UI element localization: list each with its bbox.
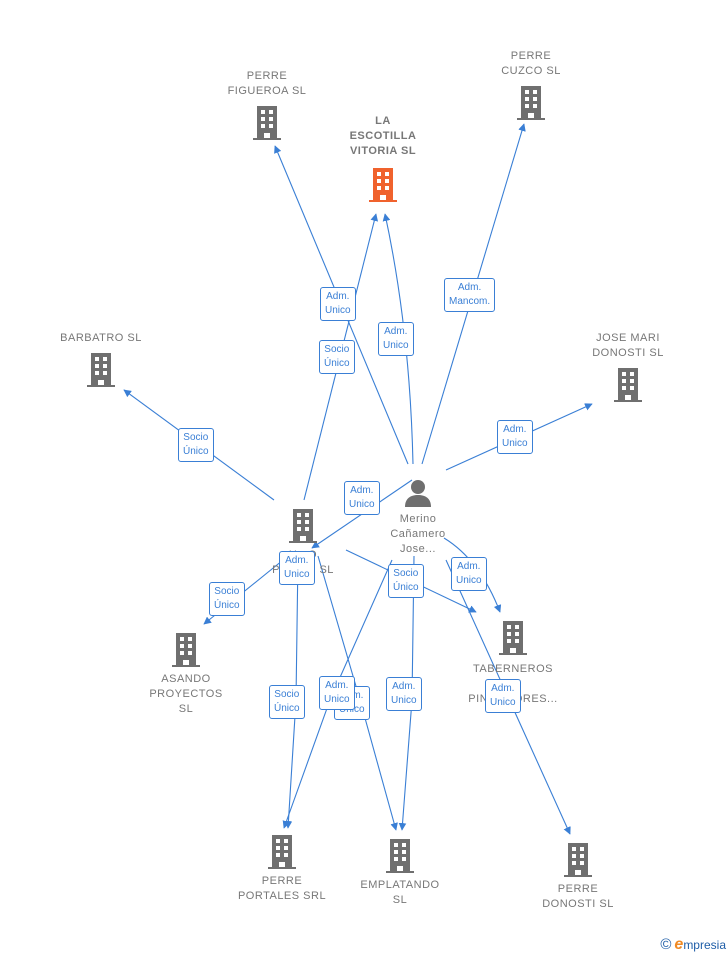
relation-label[interactable]: Adm. Unico [279,551,315,585]
node-label-line: JOSE MARI [596,332,660,344]
node-label-line: FIGUEROA SL [227,85,307,97]
relation-label-line: Unico [325,305,351,316]
node-label-line: Cañamero [390,528,446,540]
building-icon [614,368,642,402]
relation-label-line: Único [274,703,300,714]
relation-label[interactable]: Adm. Unico [378,322,414,356]
node-perre-cuzco[interactable]: PERRE CUZCO SL [474,49,588,121]
node-label-line: DONOSTI SL [592,347,664,359]
node-perre-portales[interactable]: PERRE PORTALES SRL [225,834,339,904]
relation-label-line: Unico [456,575,482,586]
relation-label-line: Único [324,358,350,369]
relation-label-line: Socio [274,689,300,700]
node-label-line: EMPLATANDO [360,879,440,891]
relation-label-line: Adm. [326,291,350,302]
relation-label-line: Adm. [457,561,481,572]
relation-label-line: Adm. [503,424,527,435]
node-merino-person[interactable]: Merino Cañamero Jose... [361,478,475,557]
node-label-line: PERRE [246,70,288,82]
brand-e-logo: e [674,936,684,953]
relation-label-line: Unico [383,340,409,351]
relation-label[interactable]: Adm. Unico [319,676,355,710]
relation-label-line: Unico [284,569,310,580]
node-label-line: DONOSTI SL [542,898,614,910]
relation-label-line: Unico [490,697,516,708]
node-label-line: VITORIA SL [349,145,417,157]
node-label-line: PORTALES SRL [237,890,327,902]
node-perre-donosti[interactable]: PERRE DONOSTI SL [521,842,635,912]
relation-label-line: Adm. [392,681,416,692]
relation-label-line: Socio [183,432,209,443]
relation-label-line: Unico [391,695,417,706]
empresia-watermark: ©empresia [660,936,726,954]
building-icon [499,621,527,655]
relation-label[interactable]: Socio Único [178,428,214,462]
relation-label[interactable]: Adm. Unico [386,677,422,711]
relation-label-line: Único [183,446,209,457]
node-label-line: CUZCO SL [501,65,561,77]
node-barbatro[interactable]: BARBATRO SL [44,331,158,388]
relation-label-line: Adm. [384,326,408,337]
node-label-line: PERRE [557,883,599,895]
node-label-line: BARBATRO SL [60,332,142,344]
relation-label[interactable]: Socio Único [209,582,245,616]
building-icon [517,86,545,120]
building-icon [289,509,317,543]
relation-label-line: Mancom. [449,296,491,307]
building-icon [369,168,397,202]
relation-label-line: Adm. [325,680,349,691]
node-label-line: PERRE [510,50,552,62]
relation-label-line: Único [393,582,419,593]
relation-label[interactable]: Adm. Unico [320,287,356,321]
copyright-icon: © [660,936,672,953]
node-perre-figueroa[interactable]: PERRE FIGUEROA SL [210,69,324,141]
relation-label-line: Socio [393,568,419,579]
relation-label-line: Unico [349,499,375,510]
building-icon [253,106,281,140]
relation-label-line: Adm. [457,282,482,293]
node-label-line: SL [178,703,194,715]
relation-label[interactable]: Adm. Unico [451,557,487,591]
building-icon [564,843,592,877]
relation-label[interactable]: Socio Único [269,685,305,719]
relation-label-line: Unico [502,438,528,449]
relation-label-line: Adm. [285,555,309,566]
building-icon [87,353,115,387]
node-label-line: TABERNEROS [473,663,553,675]
relation-label[interactable]: Adm. Unico [344,481,380,515]
node-label-line: Jose... [400,543,436,555]
node-label-line: ESCOTILLA [349,130,417,142]
building-icon [172,633,200,667]
relation-label-line: Adm. [491,683,515,694]
building-icon [386,839,414,873]
node-jose-mari[interactable]: JOSE MARI DONOSTI SL [571,331,685,403]
relation-label-line: Socio [324,344,350,355]
relation-label[interactable]: Socio Único [319,340,355,374]
node-label-line: PERRE [261,875,303,887]
relation-label-line: Único [214,600,240,611]
relation-label[interactable]: Adm. Unico [497,420,533,454]
node-la-escotilla[interactable]: LA ESCOTILLA VITORIA SL [326,114,440,203]
relation-label[interactable]: Adm. Unico [485,679,521,713]
node-emplatando[interactable]: EMPLATANDO SL [343,838,457,908]
person-icon [405,480,431,507]
node-label-line: Merino [399,513,437,525]
node-label-line: SL [392,894,408,906]
relation-label[interactable]: Socio Único [388,564,424,598]
node-asando[interactable]: ASANDO PROYECTOS SL [129,632,243,717]
building-icon [268,835,296,869]
relation-label-line: Unico [324,694,350,705]
node-label-line: ASANDO [161,673,211,685]
relation-label-line: Adm. [350,485,374,496]
node-label-line: LA [375,115,391,127]
brand-name: mpresia [683,938,726,952]
relation-label-line: Socio [214,586,240,597]
node-label-line: PROYECTOS [149,688,223,700]
relation-label[interactable]: Adm. Mancom. [444,278,496,312]
